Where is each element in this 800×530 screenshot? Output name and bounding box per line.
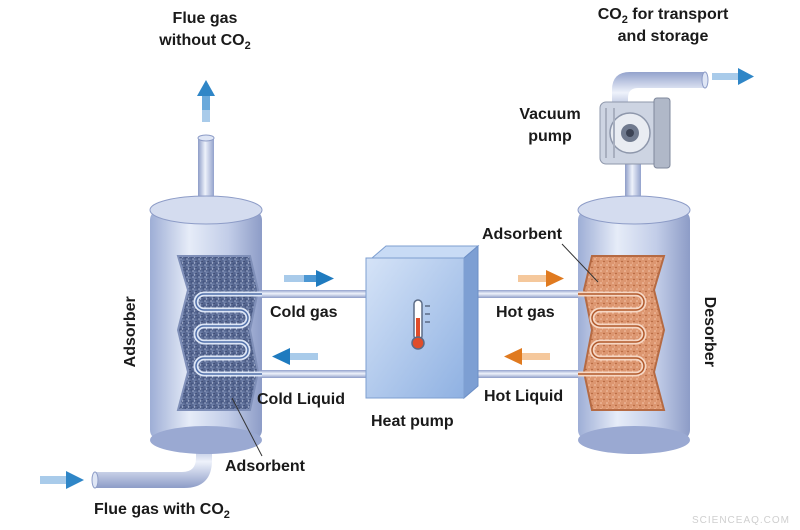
- adsorber-vessel: [149, 195, 263, 454]
- leader-line-adsorbent-top: [561, 243, 599, 283]
- thermometer-icon: [411, 299, 430, 350]
- label-adsorber: Adsorber: [122, 296, 140, 368]
- label-line: without CO: [159, 31, 245, 49]
- flow-arrow-icon: [518, 270, 564, 287]
- adsorber-outlet-pipe: [198, 138, 214, 210]
- label-hot-gas: Hot gas: [496, 304, 555, 321]
- flow-arrow-icon: [284, 270, 334, 287]
- flow-arrow-icon: [40, 471, 84, 489]
- adsorbent-bed-hot: [582, 255, 666, 411]
- label-flue-gas-with-co2: Flue gas with CO2: [94, 499, 230, 521]
- subscript: 2: [621, 14, 628, 27]
- flow-arrow-icon: [272, 348, 318, 365]
- label-co2-for-transport: CO2 for transport and storage: [578, 4, 748, 47]
- label-adsorbent-bottom: Adsorbent: [225, 458, 305, 475]
- adsorbent-bed-cold: [176, 255, 260, 411]
- label-adsorbent-top: Adsorbent: [482, 226, 562, 243]
- label-line: CO: [597, 6, 622, 23]
- label-vacuum-pump: Vacuum pump: [508, 104, 592, 147]
- label-flue-gas-without-co2: Flue gas without CO2: [140, 8, 270, 51]
- label-line: pump: [528, 127, 572, 145]
- watermark: SCIENCEAQ.COM: [691, 515, 790, 526]
- adsorber-inlet-pipe: [95, 440, 212, 488]
- flow-arrow-icon: [197, 80, 215, 122]
- label-line: Flue gas: [172, 10, 238, 27]
- label-line: for transport: [627, 6, 729, 23]
- subscript: 2: [223, 509, 230, 522]
- label-desorber: Desorber: [700, 296, 718, 367]
- label-cold-gas: Cold gas: [270, 304, 338, 321]
- label-heat-pump: Heat pump: [371, 413, 454, 430]
- flow-arrow-icon: [504, 348, 550, 365]
- flow-arrow-icon: [712, 68, 754, 85]
- desorber-vessel: [577, 160, 691, 454]
- label-line: Vacuum: [519, 106, 581, 123]
- label-cold-liquid: Cold Liquid: [257, 391, 345, 408]
- heat-pump-box: [365, 244, 480, 400]
- leader-line-adsorbent-bottom: [231, 397, 263, 457]
- flow-arrows: [40, 68, 754, 489]
- label-line: Flue gas with CO: [94, 501, 224, 518]
- vacuum-pump-icon: [599, 71, 709, 169]
- label-hot-liquid: Hot Liquid: [484, 388, 564, 405]
- subscript: 2: [244, 39, 251, 52]
- label-line: and storage: [617, 27, 709, 45]
- connecting-pipes: [262, 290, 578, 378]
